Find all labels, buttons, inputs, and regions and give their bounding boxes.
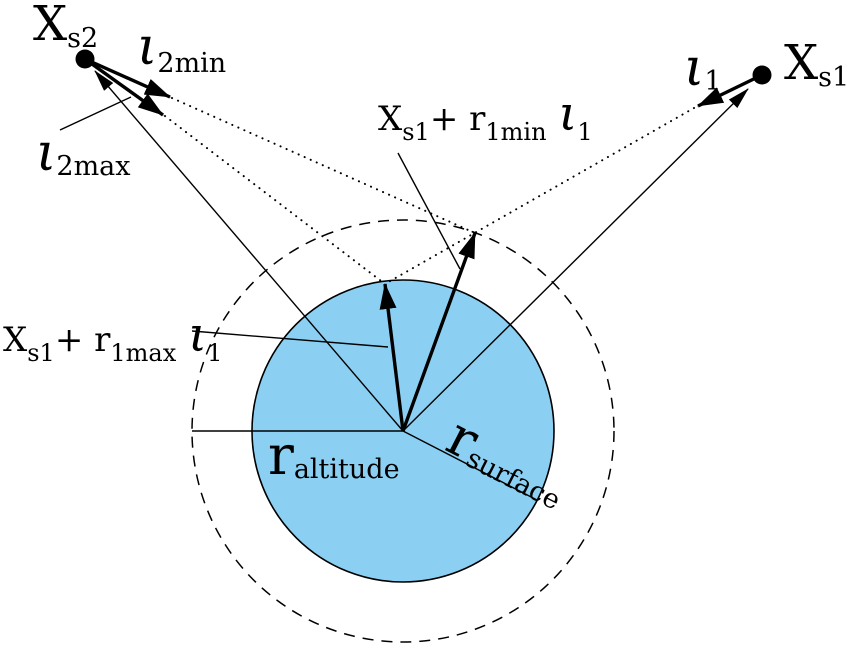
- iota2min-label-sub: 2min: [157, 48, 226, 79]
- r1min-point-label: Xs1+ r1min ι1: [378, 86, 593, 146]
- iota1-label-sub: 1: [704, 66, 721, 97]
- sat2-label: Xs2: [33, 0, 98, 54]
- r1min-label-plus-r: + r: [430, 99, 486, 139]
- r1min-label-iota: ι: [559, 86, 578, 142]
- sat2-dot: [75, 49, 95, 69]
- r1max-label-plus-r: + r: [55, 320, 111, 360]
- sat1-dot: [752, 65, 772, 85]
- r1min-point-vector-arrow: [401, 232, 477, 432]
- r1max-label-iota: ι: [188, 307, 207, 363]
- iota2max-direction-arrow: [84, 57, 164, 117]
- sat1-label-sub: s1: [818, 62, 849, 93]
- s1-position-line-arrow: [402, 88, 749, 432]
- sat1-label: Xs1: [784, 35, 849, 93]
- los-s1-dotted-line: [384, 107, 695, 285]
- r1min-label-x: X: [378, 99, 403, 139]
- r-altitude-label-sub: altitude: [294, 454, 400, 485]
- iota2max-label-sub: 2max: [56, 151, 130, 182]
- los-s2-max-dotted-line: [164, 115, 386, 285]
- iota2min-direction-arrow: [84, 57, 171, 99]
- r-altitude-label-main: r: [268, 424, 294, 487]
- iota1-direction-arrow: [697, 73, 763, 108]
- iota1-label: ι1: [684, 38, 722, 98]
- iota2max-label: ι2max: [36, 123, 131, 183]
- r1max-label-rsub: 1max: [110, 339, 176, 367]
- r-altitude-label: raltitude: [268, 424, 400, 487]
- altitude-shell-circle: [191, 219, 615, 643]
- r1max-point-label: Xs1+ r1max ι1: [3, 307, 222, 367]
- r1min-label-isub: 1: [577, 118, 592, 146]
- r1min-label-pointer-line: [397, 152, 461, 270]
- r1max-label-x: X: [3, 320, 28, 360]
- r1max-label-isub: 1: [207, 339, 222, 367]
- r1max-point-vector-arrow: [379, 283, 405, 432]
- r1max-label-xsub: s1: [27, 339, 55, 367]
- sat2-label-sub: s2: [67, 23, 98, 54]
- sat1-label-main: X: [784, 35, 818, 91]
- r1max-label-pointer-line: [191, 330, 389, 348]
- sat2-label-main: X: [33, 0, 67, 52]
- los-s2-min-dotted-line: [171, 97, 476, 234]
- r1min-label-rsub: 1min: [485, 118, 546, 146]
- iota2min-label: ι2min: [137, 17, 226, 79]
- iota1-label-main: ι: [684, 38, 704, 98]
- iota2min-label-main: ι: [137, 17, 157, 77]
- r-surface-line: [402, 430, 538, 501]
- iota2max-label-pointer-line: [59, 96, 132, 131]
- s2-position-line-arrow: [94, 70, 404, 432]
- r1min-label-xsub: s1: [402, 118, 430, 146]
- iota2max-label-main: ι: [36, 123, 56, 183]
